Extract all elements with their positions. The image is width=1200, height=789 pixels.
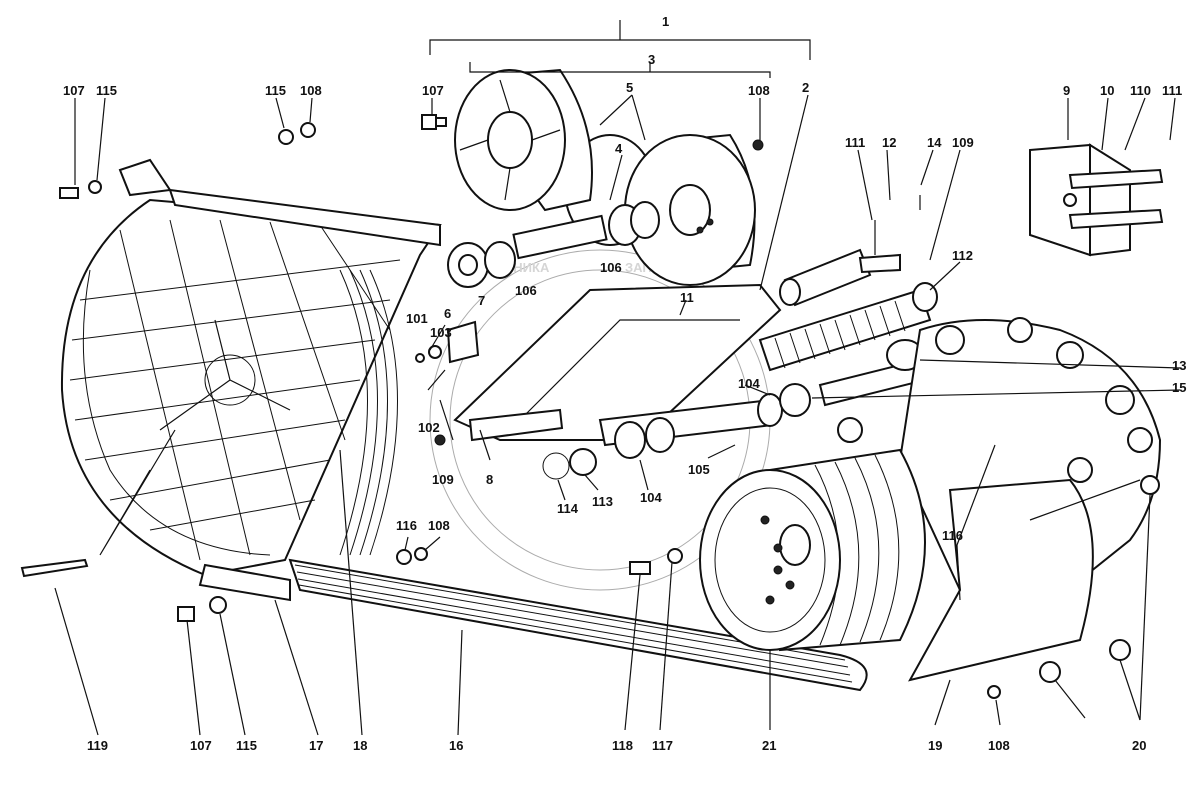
label-115-top: 115 xyxy=(265,83,286,98)
bolt-118 xyxy=(629,548,683,575)
mesh-pattern xyxy=(69,219,401,561)
shaft-assembly xyxy=(447,201,660,288)
label-2: 2 xyxy=(802,80,809,95)
label-112: 112 xyxy=(952,248,973,263)
label-111: 111 xyxy=(845,135,865,150)
main-pulley xyxy=(699,448,926,652)
bolt-107-top xyxy=(421,114,447,130)
tension-spring xyxy=(758,282,938,372)
label-6: 6 xyxy=(444,306,451,321)
label-117: 117 xyxy=(652,738,673,753)
washer-nut-115-108 xyxy=(177,122,764,622)
label-101: 101 xyxy=(406,311,428,326)
label-102: 102 xyxy=(418,420,440,435)
label-104-lower: 104 xyxy=(640,490,662,505)
shield-19 xyxy=(908,478,1094,682)
label-3: 3 xyxy=(648,52,655,67)
label-108-top: 108 xyxy=(748,83,770,98)
label-21: 21 xyxy=(762,738,776,753)
label-17: 17 xyxy=(309,738,323,753)
label-11: 11 xyxy=(680,290,694,305)
label-106-left: 106 xyxy=(515,283,537,298)
label-7: 7 xyxy=(478,293,485,308)
label-119: 119 xyxy=(87,738,108,753)
tensioner-frame xyxy=(453,283,783,459)
label-108-upper: 108 xyxy=(300,83,322,98)
label-104-upper: 104 xyxy=(738,376,760,391)
label-116-mid: 116 xyxy=(396,518,417,533)
belt-guard-cover xyxy=(60,158,442,602)
drive-pulley-disc xyxy=(624,133,756,286)
label-8: 8 xyxy=(486,472,493,487)
clip-114-113 xyxy=(542,448,597,480)
label-107-bottom: 107 xyxy=(190,738,212,753)
label-10: 10 xyxy=(1100,83,1114,98)
mounting-bracket xyxy=(1029,143,1164,257)
label-5: 5 xyxy=(626,80,633,95)
label-107-left: 107 xyxy=(63,83,85,98)
label-12: 12 xyxy=(882,135,896,150)
label-108-bottom: 108 xyxy=(988,738,1010,753)
label-105: 105 xyxy=(688,462,710,477)
label-20: 20 xyxy=(1132,738,1146,753)
label-109-left: 109 xyxy=(432,472,454,487)
label-107-top: 107 xyxy=(422,83,444,98)
label-113: 113 xyxy=(592,494,613,509)
label-116-right: 116 xyxy=(942,528,963,543)
label-13: 13 xyxy=(1172,358,1186,373)
label-114: 114 xyxy=(557,501,579,516)
upper-pulley xyxy=(454,68,656,246)
bolt-107-left xyxy=(59,180,102,199)
small-parts-101-103-102 xyxy=(415,320,480,446)
washers-20 xyxy=(987,475,1160,699)
label-110: 110 xyxy=(1130,83,1151,98)
label-115-left: 115 xyxy=(96,83,117,98)
label-115-bottom: 115 xyxy=(236,738,257,753)
label-14: 14 xyxy=(927,135,942,150)
label-109-top: 109 xyxy=(952,135,974,150)
washer-15 xyxy=(779,383,811,417)
label-16: 16 xyxy=(449,738,463,753)
label-106-right: 106 xyxy=(600,260,622,275)
label-18: 18 xyxy=(353,738,367,753)
part-labels: 1 3 2 5 4 107 108 107 115 115 108 9 10 1… xyxy=(63,14,1186,753)
key-119 xyxy=(20,558,89,578)
label-118: 118 xyxy=(612,738,633,753)
v-belts xyxy=(288,269,868,692)
label-19: 19 xyxy=(928,738,942,753)
label-9: 9 xyxy=(1063,83,1070,98)
label-15: 15 xyxy=(1172,380,1186,395)
label-1: 1 xyxy=(662,14,669,29)
leader-lines xyxy=(54,20,1181,736)
label-111-right: 111 xyxy=(1162,83,1182,98)
label-4: 4 xyxy=(615,141,623,156)
label-108-mid: 108 xyxy=(428,518,450,533)
adjuster-bolt xyxy=(779,195,921,307)
label-103: 103 xyxy=(430,325,452,340)
